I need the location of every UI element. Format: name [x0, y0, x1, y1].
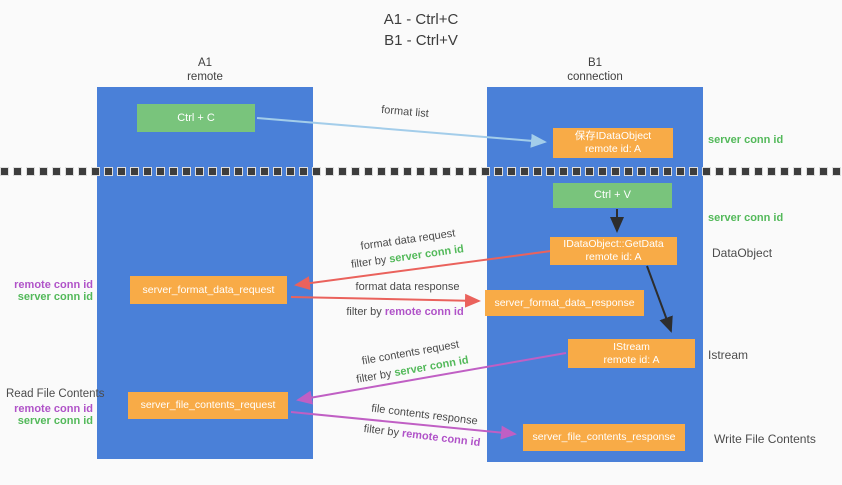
remote-conn-id-text: remote conn id	[401, 427, 481, 450]
phase-separator-dotted-line	[0, 167, 842, 176]
filter-by-text: filter by	[346, 306, 385, 318]
title-line-1: A1 - Ctrl+C	[383, 11, 459, 28]
annotation-left-bottom: remote conn id server conn id	[0, 403, 93, 427]
server-file-contents-response-label: server_file_contents_response	[532, 431, 676, 443]
annotation-write-file-contents: Write File Contents	[714, 432, 816, 446]
annotation-remote-conn-id-bottom: remote conn id	[14, 403, 93, 415]
save-idataobject-line1: 保存IDataObject	[574, 130, 652, 142]
label-filter-by-remote-conn-id-1: filter by remote conn id	[335, 306, 475, 318]
annotation-read-file-contents: Read File Contents	[6, 388, 105, 400]
annotation-dataobject: DataObject	[712, 246, 773, 260]
lane-b1-name: B1	[587, 57, 603, 69]
lane-a1-role: remote	[187, 71, 223, 83]
node-idataobject-getdata: IDataObject::GetData remote id: A	[550, 237, 677, 265]
node-istream: IStream remote id: A	[568, 339, 695, 368]
ctrl-v-label: Ctrl + V	[594, 189, 631, 201]
label-format-list: format list	[380, 103, 430, 121]
ctrl-c-label: Ctrl + C	[177, 111, 215, 124]
phase-separator-dots	[1, 168, 842, 175]
node-server-format-data-response: server_format_data_response	[485, 290, 644, 316]
annotation-server-conn-id-top: server conn id	[708, 134, 784, 146]
diagram-title: A1 - Ctrl+C B1 - Ctrl+V	[0, 9, 842, 51]
istream-line1: IStream	[613, 340, 650, 353]
annotation-left-mid: remote conn id server conn id	[0, 279, 93, 303]
annotation-server-conn-id-left-bottom: server conn id	[17, 415, 93, 427]
annotation-server-conn-id-left-mid: server conn id	[17, 291, 93, 303]
node-server-file-contents-request: server_file_contents_request	[128, 392, 288, 419]
annotation-server-conn-id-mid: server conn id	[708, 212, 784, 224]
istream-line2: remote id: A	[603, 353, 660, 366]
node-server-file-contents-response: server_file_contents_response	[523, 424, 685, 451]
title-line-2: B1 - Ctrl+V	[384, 32, 458, 49]
server-format-data-response-label: server_format_data_response	[494, 296, 635, 309]
filter-by-text: filter by	[355, 367, 396, 386]
node-save-idataobject: 保存IDataObject remote id: A	[553, 128, 673, 158]
node-ctrl-v: Ctrl + V	[553, 183, 672, 208]
filter-by-text: filter by	[350, 253, 391, 271]
lane-a1-name: A1	[197, 57, 213, 69]
getdata-line1: IDataObject::GetData	[563, 238, 664, 250]
server-file-contents-request-label: server_file_contents_request	[140, 399, 276, 411]
lane-header-a1: A1 remote	[97, 56, 313, 84]
filter-by-text: filter by	[363, 422, 403, 440]
annotation-remote-conn-id-mid: remote conn id	[14, 279, 93, 291]
node-server-format-data-request: server_format_data_request	[130, 276, 287, 304]
server-format-data-request-label: server_format_data_request	[142, 283, 275, 296]
arrow-format-data-response	[290, 293, 481, 308]
remote-conn-id-text: remote conn id	[384, 306, 464, 318]
node-ctrl-c: Ctrl + C	[137, 104, 255, 132]
lane-header-b1: B1 connection	[487, 56, 703, 84]
lane-b1-role: connection	[567, 71, 623, 83]
label-format-data-response: format data response	[355, 281, 460, 293]
annotation-istream: Istream	[708, 348, 749, 362]
getdata-line2: remote id: A	[585, 251, 642, 263]
save-idataobject-line2: remote id: A	[584, 143, 642, 155]
